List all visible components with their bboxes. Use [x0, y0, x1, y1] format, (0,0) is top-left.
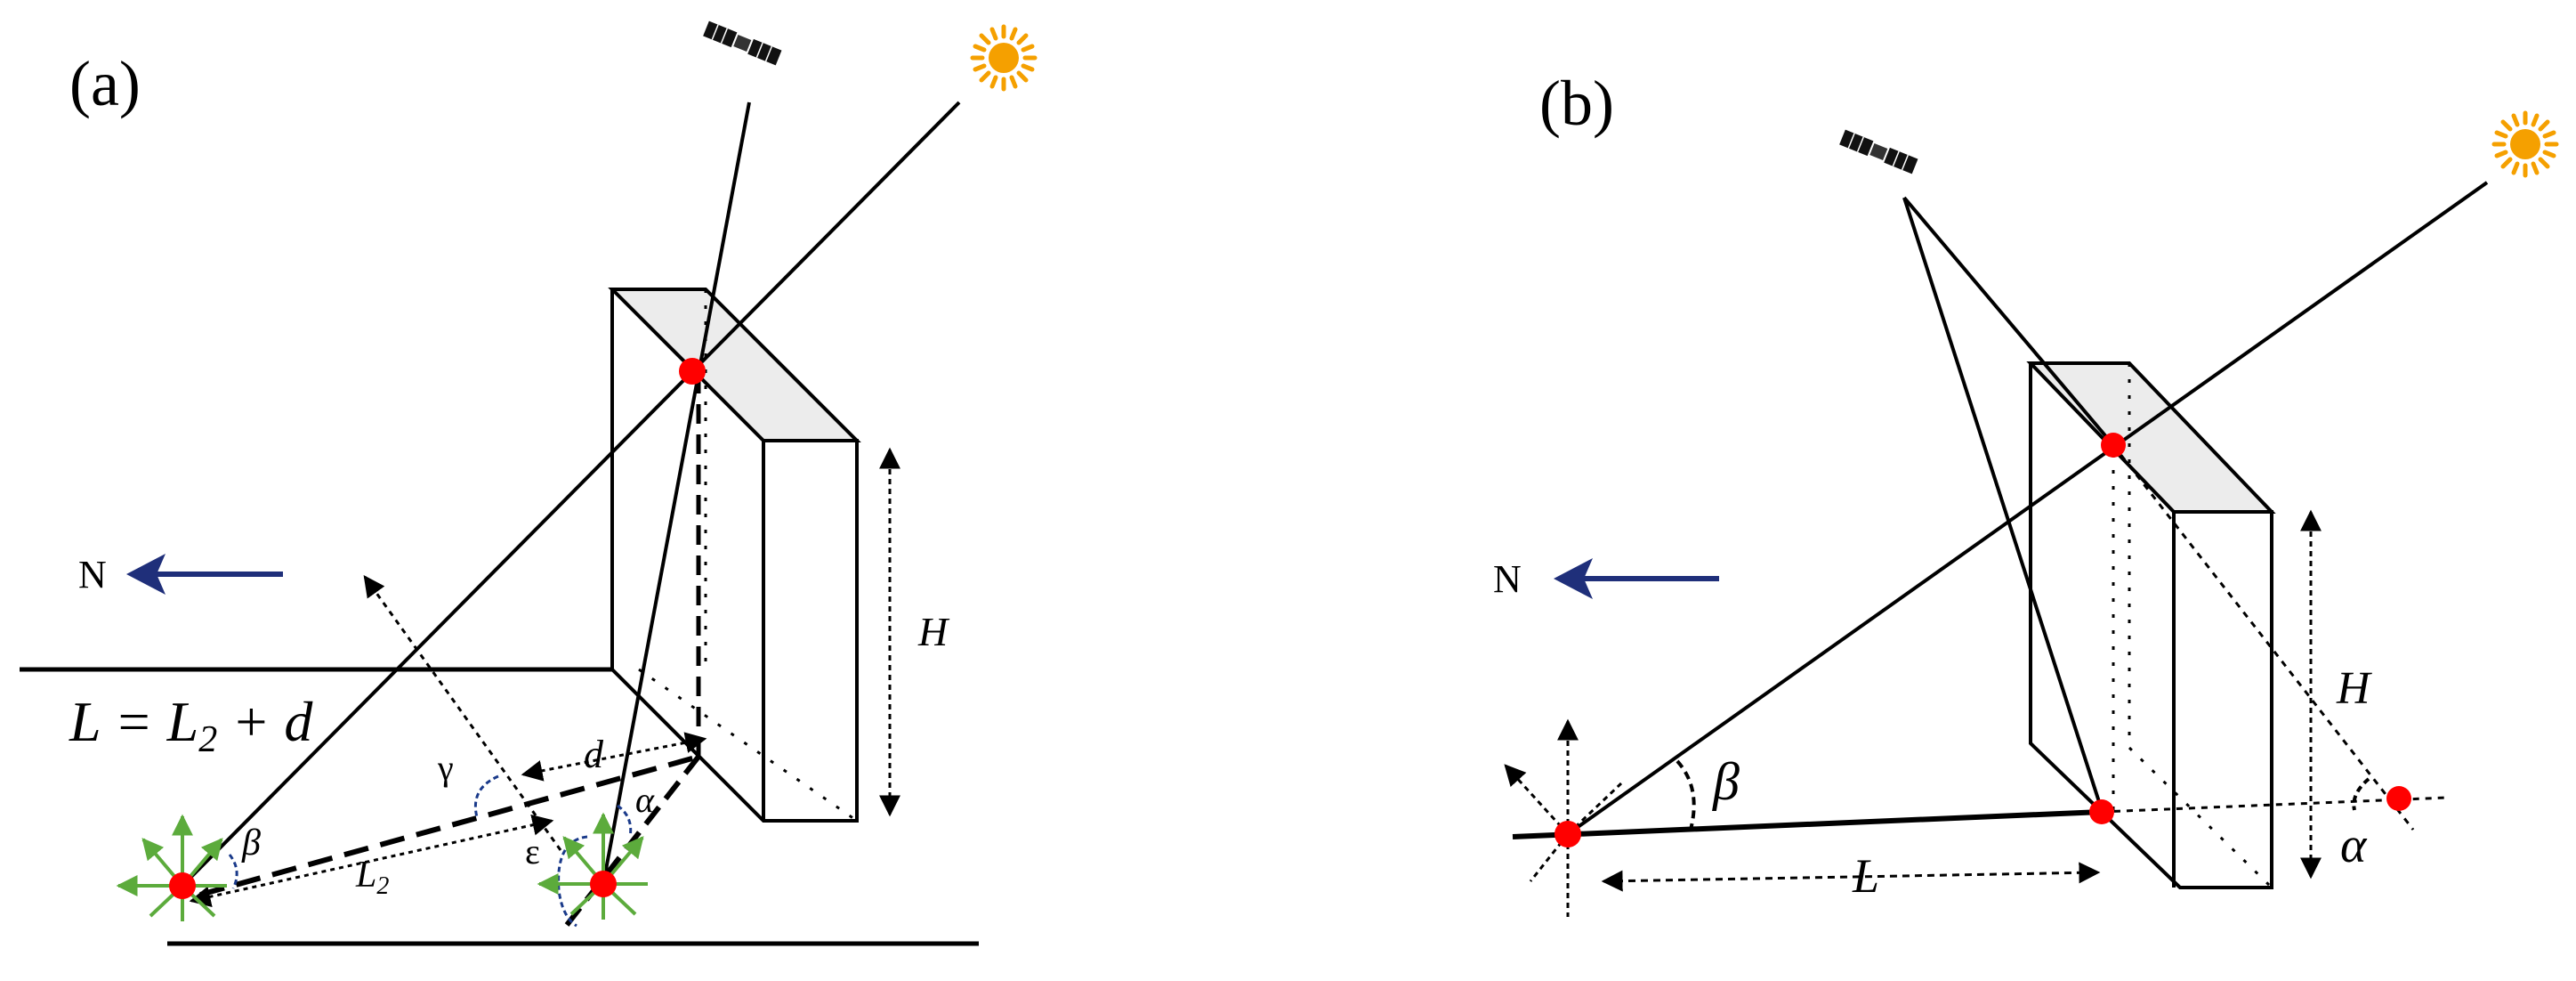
wall-outline: [610, 289, 859, 823]
sun-icon-b: [2494, 113, 2556, 175]
beta-label-a: β: [241, 823, 261, 863]
height-label-b: H: [2336, 663, 2372, 714]
dashed-line-short: [558, 755, 701, 935]
epsilon-label: ε: [525, 831, 540, 872]
point-roof-b: [2101, 433, 2126, 458]
l-label: L: [1852, 849, 1879, 903]
diagonal-dotted: [363, 575, 562, 851]
satellite-icon-b: [1838, 128, 1919, 175]
point-ground-right-a: [590, 871, 617, 897]
satellite-ray-b-2: [1902, 196, 2115, 447]
sun-ray-b: [1566, 181, 2489, 836]
equation-label: L = L2 + d: [69, 690, 313, 760]
point-ground-left-a: [169, 872, 196, 899]
panel-a-label: (a): [69, 48, 141, 119]
l2-label: L2: [355, 855, 389, 900]
satellite-icon: [702, 20, 783, 67]
height-label-a: H: [917, 609, 950, 654]
north-label-b: N: [1493, 557, 1522, 601]
sun-icon: [973, 27, 1035, 89]
panel-b-label: (b): [1539, 68, 1614, 139]
beta-arc-b: [1676, 759, 1696, 831]
compass-rose-b: [1504, 718, 1623, 917]
sun-ray-a: [181, 101, 961, 888]
panel-a: (a) N H: [20, 20, 1035, 946]
wall-hidden-edge-b: [2128, 746, 2273, 889]
north-arrowhead-b: [1554, 558, 1593, 599]
l-arrow: [1601, 862, 2101, 892]
point-wall-base-b: [2089, 799, 2114, 824]
wall-roof: [608, 288, 861, 442]
wall-outline-b: [2029, 363, 2273, 889]
beta-arc-a: [228, 854, 238, 889]
alpha-arc-a: [617, 804, 633, 838]
north-label: N: [78, 553, 107, 596]
ground-line-b: [1512, 809, 2103, 839]
alpha-label-b: α: [2340, 818, 2368, 873]
satellite-ray-a: [602, 101, 751, 885]
wall-hidden-edge: [638, 668, 858, 823]
beta-label-b: β: [1712, 752, 1740, 811]
point-shadow-b: [2386, 786, 2411, 811]
gamma-arc: [474, 774, 499, 818]
d-arrow: [521, 732, 707, 782]
wall-roof-b: [2026, 361, 2276, 514]
panel-b: (b) N H L β α: [1493, 68, 2556, 917]
point-roof-a: [679, 358, 706, 385]
d-label: d: [584, 733, 604, 776]
alpha-label-a: α: [635, 780, 655, 820]
north-arrowhead: [126, 554, 166, 595]
compass-rose-left: [118, 816, 227, 921]
point-ground-left-b: [1554, 821, 1581, 847]
alpha-arc-b: [2352, 777, 2370, 811]
satellite-ray-b-1: [1902, 197, 2104, 811]
gamma-label: γ: [437, 748, 454, 788]
